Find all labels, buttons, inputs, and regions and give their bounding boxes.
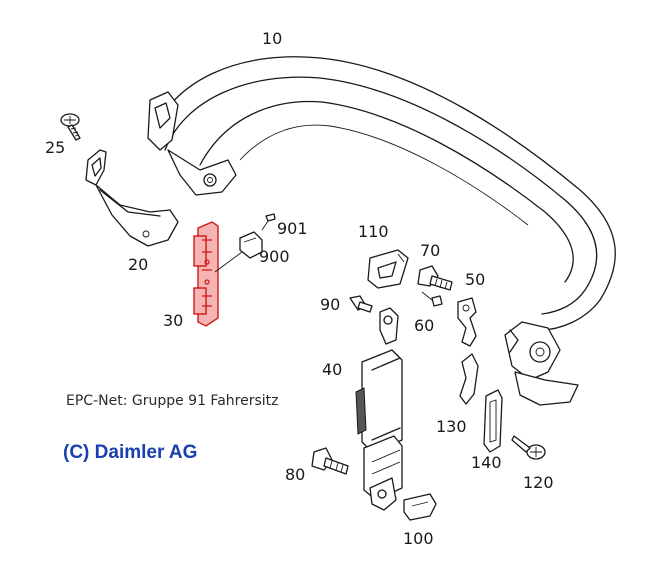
roll-bar-hoop-10 xyxy=(147,56,616,406)
label-part-80: 80 xyxy=(285,465,306,484)
connector-900-and-screw-901 xyxy=(214,213,276,273)
label-part-140: 140 xyxy=(471,453,502,472)
label-part-90: 90 xyxy=(320,295,341,314)
label-part-60: 60 xyxy=(414,316,435,335)
label-part-50: 50 xyxy=(465,270,486,289)
guide-strip-140 xyxy=(483,389,503,453)
screw-25 xyxy=(60,113,81,141)
switch-module-30-highlighted xyxy=(193,221,219,327)
label-part-901: 901 xyxy=(277,219,308,238)
label-part-110: 110 xyxy=(358,222,389,241)
label-part-120: 120 xyxy=(523,473,554,492)
label-part-100: 100 xyxy=(403,529,434,548)
screw-90 xyxy=(349,295,373,313)
label-part-30: 30 xyxy=(163,311,184,330)
label-part-10: 10 xyxy=(262,29,283,48)
screw-120 xyxy=(511,435,546,460)
label-part-25: 25 xyxy=(45,138,66,157)
bracket-cover-20 xyxy=(85,149,179,247)
label-part-70: 70 xyxy=(420,241,441,260)
spring-clip-130 xyxy=(459,353,479,405)
label-part-40: 40 xyxy=(322,360,343,379)
label-part-130: 130 xyxy=(436,417,467,436)
pin-60 xyxy=(421,291,443,307)
hook-bracket-50 xyxy=(457,297,477,347)
clip-110 xyxy=(367,249,409,289)
bolt-70 xyxy=(417,265,453,291)
bolt-80 xyxy=(311,447,349,475)
epc-caption: EPC-Net: Gruppe 91 Fahrersitz xyxy=(66,393,279,409)
label-part-20: 20 xyxy=(128,255,149,274)
label-part-900: 900 xyxy=(259,247,290,266)
copyright-notice: (C) Daimler AG xyxy=(63,442,198,463)
clip-100 xyxy=(403,493,437,521)
actuator-cylinder-40 xyxy=(355,307,403,511)
